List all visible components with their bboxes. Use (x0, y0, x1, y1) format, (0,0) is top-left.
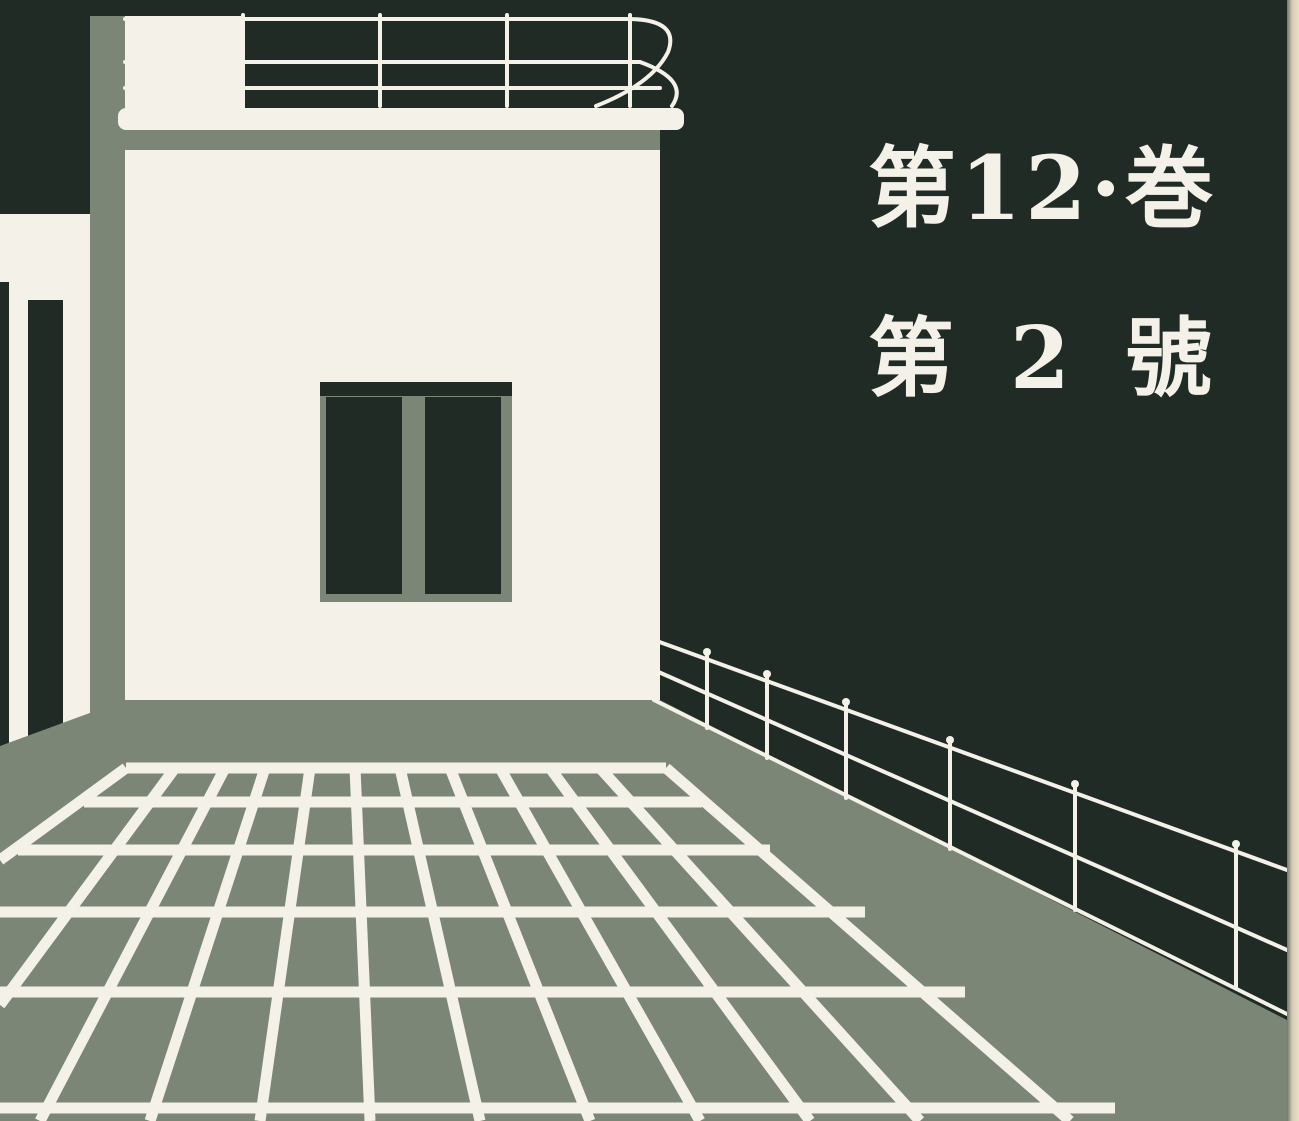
railing-posts (648, 626, 1240, 848)
volume-number: 第12·巻 (868, 136, 1218, 240)
left-building-stripe (0, 282, 9, 744)
floor-grid (0, 762, 1115, 1121)
roof-railing (123, 13, 679, 108)
window-pane-left (326, 397, 402, 594)
roof-ledge (118, 108, 684, 130)
window-top-bar (320, 382, 512, 396)
window-pane-right (425, 397, 501, 594)
side-railing (652, 630, 1289, 1016)
issue-number: 第 2 號 (868, 308, 1214, 409)
left-building-door (28, 300, 63, 744)
page-edge (1287, 0, 1299, 1121)
